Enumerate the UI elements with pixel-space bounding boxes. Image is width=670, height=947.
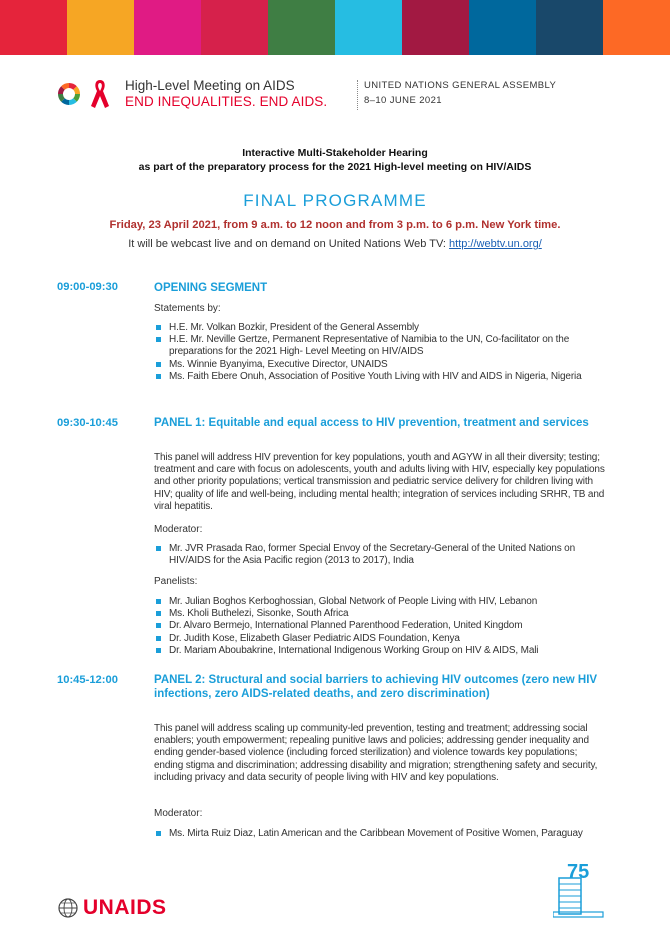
panel1-moderators-list: Mr. JVR Prasada Rao, former Special Envo…: [154, 543, 606, 567]
opening-title: OPENING SEGMENT: [154, 282, 268, 294]
bullet-icon: [156, 361, 161, 367]
stripe-7: [402, 0, 469, 55]
stripe-10: [603, 0, 670, 55]
panel2-moderator-label: Moderator:: [154, 808, 203, 819]
stripe-8: [469, 0, 536, 55]
stripe-1: [0, 0, 67, 55]
panel2-title: PANEL 2: Structural and social barriers …: [154, 674, 598, 700]
list-item: Ms. Faith Ebere Onuh, Association of Pos…: [154, 371, 606, 383]
red-ribbon-icon: [91, 80, 109, 108]
unaids-logo: UNAIDS: [57, 893, 187, 923]
sdg-color-stripes: [0, 0, 670, 55]
meeting-tagline: END INEQUALITIES. END AIDS.: [125, 94, 328, 109]
list-item: Ms. Winnie Byanyima, Executive Director,…: [154, 359, 606, 371]
stripe-5: [268, 0, 335, 55]
list-item: H.E. Mr. Volkan Bozkir, President of the…: [154, 322, 606, 334]
programme-title: FINAL PROGRAMME: [243, 191, 427, 210]
opening-speakers-list: H.E. Mr. Volkan Bozkir, President of the…: [154, 322, 606, 383]
webcast-line: It will be webcast live and on demand on…: [0, 238, 670, 250]
bullet-icon: [156, 623, 161, 629]
bullet-icon: [156, 647, 161, 653]
list-item: Ms. Mirta Ruiz Diaz, Latin American and …: [154, 828, 606, 840]
header-divider: [357, 80, 359, 110]
un75-logo-icon: 75: [553, 861, 604, 918]
unaids-wordmark: UNAIDS: [83, 896, 167, 919]
list-item: Dr. Alvaro Bermejo, International Planne…: [154, 620, 606, 632]
panel1-panelists-label: Panelists:: [154, 576, 198, 587]
stripe-2: [67, 0, 134, 55]
bullet-icon: [156, 546, 161, 551]
bullet-icon: [156, 373, 161, 379]
list-item: Mr. Julian Boghos Kerboghossian, Global …: [154, 596, 606, 608]
bullet-icon: [156, 635, 161, 641]
list-item: Dr. Mariam Aboubakrine, International In…: [154, 645, 606, 657]
un75-number: 75: [567, 861, 589, 883]
stripe-6: [335, 0, 402, 55]
stripe-9: [536, 0, 603, 55]
panel1-panelists-list: Mr. Julian Boghos Kerboghossian, Global …: [154, 596, 606, 657]
panel2-description: This panel will address scaling up commu…: [154, 723, 598, 783]
un-emblem-icon: [58, 898, 78, 918]
sdg-wheel-icon: [57, 82, 81, 106]
panel1-description: This panel will address HIV prevention f…: [154, 452, 605, 512]
panel2-moderators-list: Ms. Mirta Ruiz Diaz, Latin American and …: [154, 828, 606, 840]
meeting-title: High-Level Meeting on AIDS: [125, 78, 295, 93]
bullet-icon: [156, 599, 161, 604]
stripe-3: [134, 0, 201, 55]
list-item: Ms. Kholi Buthelezi, Sisonke, South Afri…: [154, 608, 606, 620]
meeting-dates: 8–10 JUNE 2021: [364, 95, 442, 106]
bullet-icon: [156, 831, 161, 836]
hearing-subtitle: as part of the preparatory process for t…: [138, 161, 532, 173]
general-assembly-label: UNITED NATIONS GENERAL ASSEMBLY: [364, 80, 557, 91]
stripe-4: [201, 0, 268, 55]
list-item: Dr. Judith Kose, Elizabeth Glaser Pediat…: [154, 633, 606, 645]
list-item: Mr. JVR Prasada Rao, former Special Envo…: [154, 543, 606, 567]
panel1-moderator-label: Moderator:: [154, 524, 203, 535]
bullet-icon: [156, 611, 161, 617]
statements-label: Statements by:: [154, 303, 221, 314]
panel1-time: 09:30-10:45: [57, 417, 118, 429]
event-date-line: Friday, 23 April 2021, from 9 a.m. to 12…: [109, 219, 561, 231]
panel2-time: 10:45-12:00: [57, 674, 118, 686]
webcast-text: It will be webcast live and on demand on…: [128, 238, 450, 250]
opening-time: 09:00-09:30: [57, 281, 118, 293]
webtv-link[interactable]: http://webtv.un.org/: [449, 238, 542, 250]
panel1-title: PANEL 1: Equitable and equal access to H…: [154, 417, 589, 429]
list-item: H.E. Mr. Neville Gertze, Permanent Repre…: [154, 334, 606, 358]
meeting-header: High-Level Meeting on AIDS END INEQUALIT…: [57, 76, 617, 116]
bullet-icon: [156, 325, 161, 330]
bullet-icon: [156, 337, 161, 343]
hearing-title: Interactive Multi-Stakeholder Hearing: [242, 147, 428, 159]
